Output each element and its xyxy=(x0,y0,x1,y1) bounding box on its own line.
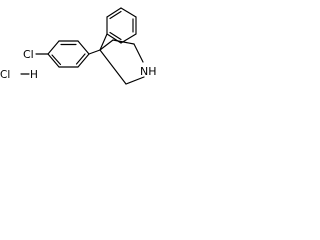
phenyl-bond xyxy=(106,7,122,18)
piperidine-bond xyxy=(125,76,145,85)
chlorophenyl-double-bond xyxy=(75,53,86,65)
chlorophenyl-bond xyxy=(47,40,60,55)
chlorophenyl-double-bond xyxy=(51,54,62,66)
structure-diagram: NH Cl Cl H xyxy=(0,7,157,85)
chlorine-label: Cl xyxy=(23,48,34,61)
hcl-salt-label: Cl xyxy=(0,69,10,81)
phenyl-double-bond xyxy=(109,31,122,41)
chlorophenyl-bond xyxy=(47,53,60,68)
piperidine-bond xyxy=(99,49,127,85)
hydrogen-label: H xyxy=(30,69,38,81)
chlorophenyl-bond xyxy=(77,53,90,68)
phenyl-c4-bond xyxy=(99,33,108,51)
phenyl-ring xyxy=(106,7,137,44)
chlorophenyl-ring xyxy=(47,40,90,68)
chlorophenyl-bond xyxy=(77,40,90,55)
piperidine-bond xyxy=(133,43,144,63)
phenyl-bond xyxy=(120,7,137,18)
piperidine-ring xyxy=(99,39,145,85)
piperidine-bond xyxy=(99,39,114,51)
c4-chlorophenyl-bond xyxy=(88,49,101,55)
amine-label: NH xyxy=(140,65,157,78)
piperidine-bond xyxy=(112,39,135,45)
phenyl-double-bond xyxy=(109,10,122,20)
